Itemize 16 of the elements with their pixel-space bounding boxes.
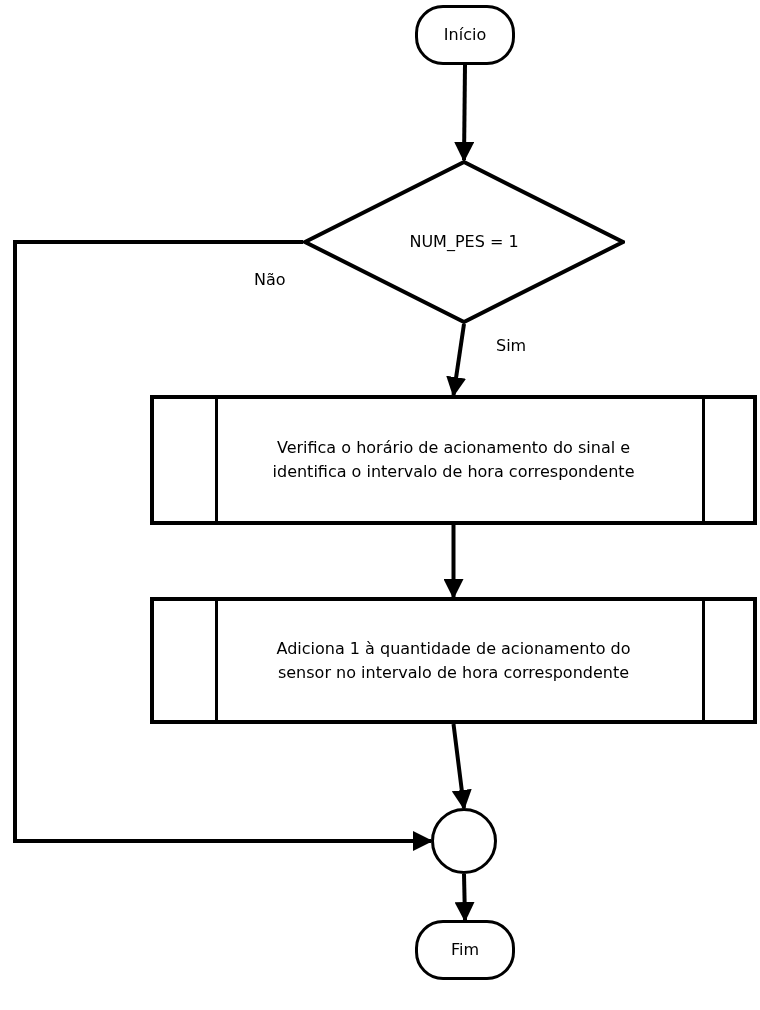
- arrow: [454, 64, 475, 162]
- arrow: [454, 873, 475, 922]
- terminal-box: [415, 5, 515, 65]
- terminal-box: [415, 920, 515, 980]
- node-text: Verifica o horário de acionamento do sinal e identifica o intervalo de hora correspondente: [271, 437, 636, 483]
- node-text: Adiciona 1 à quantidade de acionamento do sensor no intervalo de hora correspondente: [275, 637, 632, 684]
- node-text: Fim: [450, 939, 480, 961]
- subprocess-box: [150, 395, 757, 525]
- decision-diamond: [303, 160, 625, 324]
- arrow: [13, 240, 433, 851]
- arrow: [451, 723, 472, 810]
- node-text: Início: [443, 24, 487, 46]
- subprocess-box: [150, 597, 757, 724]
- arrow: [446, 323, 467, 397]
- node-text: NUM_PES = 1: [409, 231, 519, 253]
- arrow: [443, 525, 464, 599]
